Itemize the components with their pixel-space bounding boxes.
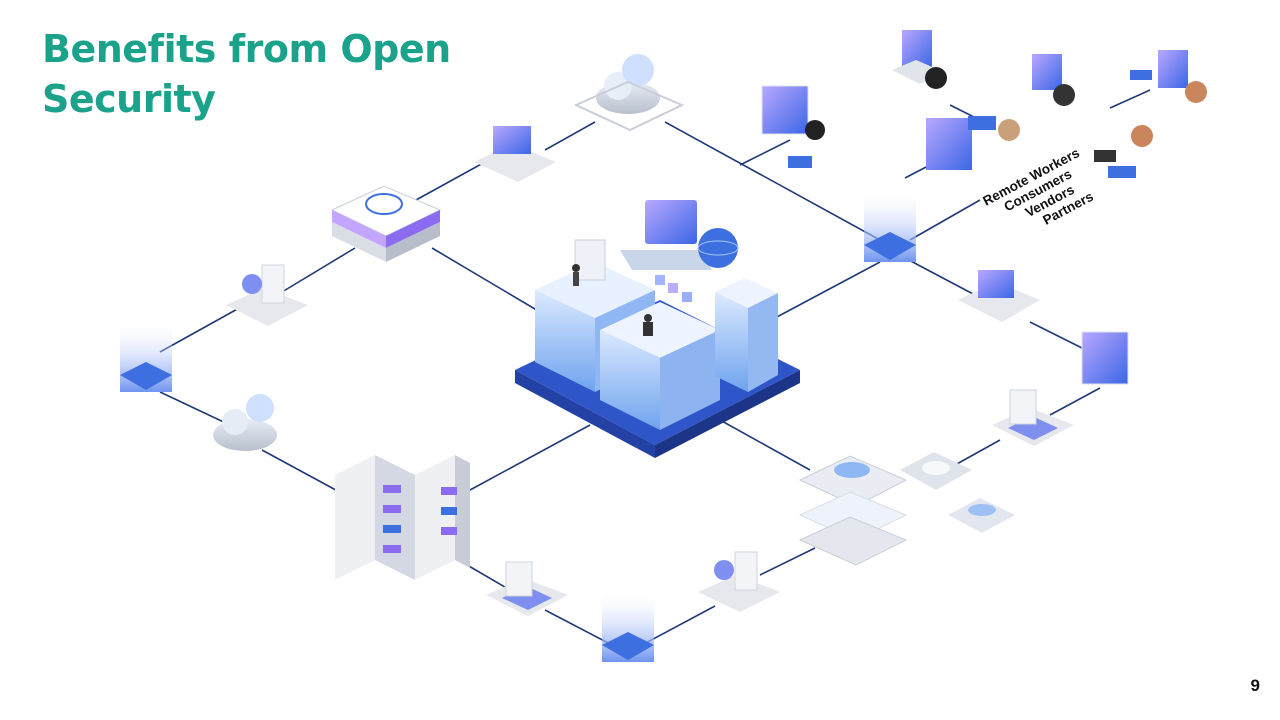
laptop-icon	[474, 126, 556, 182]
server-rack-icon	[335, 455, 470, 580]
globe-icon	[698, 228, 738, 268]
data-tower-icon	[120, 320, 172, 392]
document-search-icon	[226, 264, 308, 326]
laptop-icon	[958, 270, 1040, 322]
monitor-icon	[926, 118, 972, 170]
monitor-icon	[761, 85, 825, 168]
user-avatar-icon	[1185, 81, 1207, 103]
slide-title: Benefits from Open Security	[42, 24, 562, 124]
monitor-icon	[1158, 50, 1188, 88]
data-tower-icon	[602, 590, 654, 662]
tablet-icon	[1108, 166, 1136, 178]
firewall-icon	[330, 185, 442, 262]
cloud-icon	[573, 54, 685, 132]
user-avatar-icon	[1053, 84, 1075, 106]
remote-users	[892, 30, 1207, 178]
user-avatar-icon	[925, 67, 947, 89]
tablet-icon	[1130, 70, 1152, 80]
page-number: 9	[1250, 676, 1260, 695]
monitor-icon	[1032, 54, 1062, 90]
central-data-center	[515, 200, 800, 458]
monitor-icon	[1081, 331, 1129, 385]
user-avatar-icon	[1131, 125, 1153, 147]
cloud-icon	[900, 452, 972, 490]
tablet-icon	[968, 116, 996, 130]
user-avatar-icon	[644, 314, 652, 322]
user-avatar-icon	[572, 264, 580, 272]
user-avatar-icon	[998, 119, 1020, 141]
cloud-stack-icon	[798, 455, 908, 566]
document-search-icon	[698, 551, 780, 612]
user-avatar-icon	[805, 120, 825, 140]
data-tower-icon	[864, 190, 916, 262]
report-icon	[486, 561, 568, 616]
tablet-icon	[788, 156, 812, 168]
audience-label-group: Remote Workers Consumers Vendors Partner…	[980, 145, 1095, 228]
phone-icon	[1094, 150, 1116, 162]
report-icon	[992, 389, 1074, 446]
slide-title-line-1: Benefits from Open	[42, 27, 451, 71]
monitor-icon	[645, 200, 697, 244]
cloud-icon	[213, 394, 277, 451]
cloud-icon	[948, 498, 1015, 533]
slide-title-line-2: Security	[42, 77, 216, 121]
connection-lines	[159, 89, 1151, 646]
